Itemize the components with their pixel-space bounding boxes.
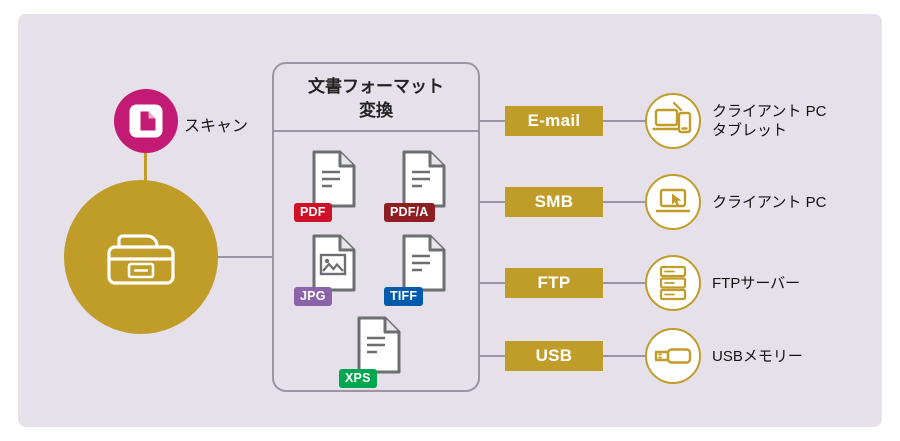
scan-document-icon xyxy=(129,104,163,138)
xps-document-icon xyxy=(357,316,401,374)
scanner-to-box-connector xyxy=(216,256,274,258)
ftp-server-icon xyxy=(659,265,687,301)
pdf-document-icon xyxy=(312,150,356,208)
protocol-badge-ftp: FTP xyxy=(505,268,603,298)
scan-to-scanner-connector xyxy=(144,150,147,184)
destination-label-ftp: FTPサーバー xyxy=(712,274,800,293)
client-pc-icon xyxy=(655,188,691,213)
usb-memory-icon xyxy=(654,348,692,364)
destination-label-email-line2: タブレット xyxy=(712,122,788,139)
destination-label-ftp-line1: FTPサーバー xyxy=(712,275,801,292)
format-box-divider xyxy=(272,130,480,132)
format-conversion-box: 文書フォーマット 変換 PDF PDF/A JPG xyxy=(272,62,480,392)
destination-label-email-line1: クライアント PC xyxy=(712,103,827,120)
client-pc-tablet-icon xyxy=(652,101,692,134)
format-icon-jpg: JPG xyxy=(294,232,370,310)
destination-circle-smb xyxy=(645,174,701,230)
destination-label-usb-line1: USBメモリー xyxy=(712,348,803,365)
destination-label-email: クライアント PC タブレット xyxy=(712,102,826,140)
destination-label-smb: クライアント PC xyxy=(712,193,826,212)
format-icon-pdfa: PDF/A xyxy=(384,148,460,226)
destination-circle-ftp xyxy=(645,255,701,311)
format-box-title: 文書フォーマット 変換 xyxy=(274,75,478,123)
jpg-image-icon xyxy=(312,234,356,292)
format-label-jpg: JPG xyxy=(294,287,332,306)
destination-label-smb-line1: クライアント PC xyxy=(712,194,827,211)
format-label-pdfa: PDF/A xyxy=(384,203,435,222)
format-icon-xps: XPS xyxy=(339,314,415,392)
format-label-tiff: TIFF xyxy=(384,287,424,306)
format-box-title-line2: 変換 xyxy=(359,100,393,120)
scan-badge xyxy=(114,89,178,153)
format-box-title-line1: 文書フォーマット xyxy=(308,77,444,96)
scan-label: スキャン xyxy=(184,118,249,135)
format-icon-pdf: PDF xyxy=(294,148,370,226)
format-label-pdf: PDF xyxy=(294,203,332,222)
destination-circle-email xyxy=(645,93,701,149)
multifunction-printer-icon xyxy=(107,234,175,285)
format-label-xps: XPS xyxy=(339,369,377,388)
destination-label-usb: USBメモリー xyxy=(712,347,803,366)
pdfa-document-icon xyxy=(402,150,446,208)
format-icon-tiff: TIFF xyxy=(384,232,460,310)
protocol-badge-smb: SMB xyxy=(505,187,603,217)
protocol-badge-usb: USB xyxy=(505,341,603,371)
tiff-document-icon xyxy=(402,234,446,292)
mfp-circle xyxy=(64,180,218,334)
protocol-badge-email: E-mail xyxy=(505,106,603,136)
destination-circle-usb xyxy=(645,328,701,384)
